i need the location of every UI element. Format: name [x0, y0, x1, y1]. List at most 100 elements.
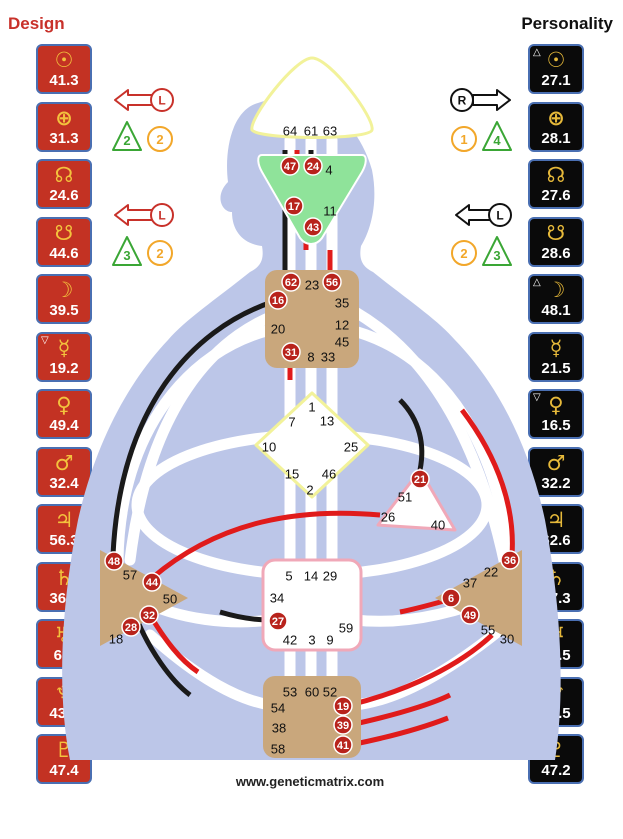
- personality-planet-box[interactable]: ⊕28.1: [528, 101, 584, 152]
- gate-number-root: 60: [305, 685, 319, 700]
- gate-number-throat: 45: [335, 335, 349, 350]
- activated-gate-root[interactable]: 19: [333, 696, 353, 716]
- gate-number-sacral: 3: [308, 633, 315, 648]
- gate-number-ego: 40: [431, 518, 445, 533]
- activated-gate-sacral[interactable]: 27: [268, 611, 288, 631]
- south-node-icon: ☋: [54, 220, 74, 245]
- gate-number-solar_plexus: 30: [500, 632, 514, 647]
- personality-planet-box[interactable]: △☽48.1: [528, 274, 584, 324]
- sun-icon: ☉: [54, 48, 74, 72]
- design-bottom-badge-2: 2: [156, 246, 163, 261]
- activated-gate-root[interactable]: 39: [333, 715, 353, 735]
- activated-gate-solar_plexus[interactable]: 49: [460, 605, 480, 625]
- activated-gate-throat[interactable]: 62: [281, 272, 301, 292]
- svg-text:48: 48: [108, 556, 120, 568]
- gate-number-throat: 23: [305, 278, 319, 293]
- activated-gate-ajna[interactable]: 47: [280, 156, 300, 176]
- ajna-center: [257, 154, 367, 245]
- gate-number-throat: 20: [271, 322, 285, 337]
- svg-text:36: 36: [504, 555, 516, 567]
- design-planet-box[interactable]: ☉41.3: [36, 44, 92, 94]
- gate-number-sacral: 42: [283, 633, 297, 648]
- activated-gate-spleen[interactable]: 44: [142, 572, 162, 592]
- design-bottom-arrow-icon: L: [114, 203, 174, 227]
- design-planet-box[interactable]: ▽☿19.2: [36, 331, 92, 382]
- sacral-center: [261, 558, 363, 652]
- design-planet-box[interactable]: ♂32.4: [36, 446, 92, 497]
- activated-gate-throat[interactable]: 56: [322, 272, 342, 292]
- gate-number-root: 52: [323, 685, 337, 700]
- mercury-icon: ☿: [57, 335, 71, 360]
- head-center: [250, 56, 374, 139]
- design-planet-box[interactable]: ☋44.6: [36, 216, 92, 267]
- personality-variables: R 1 4 L 2 3: [450, 88, 512, 266]
- svg-text:6: 6: [448, 593, 454, 605]
- activated-gate-spleen[interactable]: 32: [139, 605, 159, 625]
- design-planet-box[interactable]: ⊕31.3: [36, 101, 92, 152]
- gate-number-sacral: 59: [339, 621, 353, 636]
- personality-planet-box[interactable]: ☊27.6: [528, 159, 584, 209]
- exaltation-mark-icon: △: [533, 47, 541, 58]
- svg-text:32: 32: [143, 610, 155, 622]
- design-planet-box[interactable]: ♃56.3: [36, 504, 92, 554]
- svg-text:44: 44: [146, 577, 159, 589]
- activated-gate-throat[interactable]: 16: [268, 290, 288, 310]
- gate-number-head: 64: [283, 124, 297, 139]
- activated-gate-ajna[interactable]: 43: [303, 217, 323, 237]
- gate-number-solar_plexus: 22: [484, 565, 498, 580]
- personality-planet-box[interactable]: ▽♀16.5: [528, 389, 584, 439]
- design-top-badge-1: 2: [123, 133, 130, 148]
- design-planet-box[interactable]: ☽39.5: [36, 274, 92, 324]
- moon-icon: ☽: [54, 278, 74, 302]
- gate-number-g: 1: [308, 400, 315, 415]
- gate-number-head: 61: [304, 124, 318, 139]
- design-bottom-badges: 3 2: [112, 236, 173, 266]
- gate-number-throat: 12: [335, 318, 349, 333]
- activated-gate-root[interactable]: 41: [333, 735, 353, 755]
- personality-bottom-badge-2: 3: [493, 248, 500, 263]
- svg-text:27: 27: [272, 616, 284, 628]
- activated-gate-solar_plexus[interactable]: 6: [441, 588, 461, 608]
- gate-number-spleen: 57: [123, 568, 137, 583]
- planet-gate-value: 47.4: [49, 762, 79, 779]
- gate-number-throat: 33: [321, 350, 335, 365]
- personality-bottom-badges: 2 3: [451, 236, 512, 266]
- svg-text:43: 43: [307, 222, 319, 234]
- svg-text:56: 56: [326, 277, 338, 289]
- activated-gate-throat[interactable]: 31: [281, 342, 301, 362]
- activated-gate-spleen[interactable]: 48: [104, 551, 124, 571]
- north-node-icon: ☊: [546, 163, 566, 187]
- earth-icon: ⊕: [547, 105, 565, 130]
- design-planet-box[interactable]: ♀49.4: [36, 389, 92, 439]
- mars-icon: ♂: [54, 450, 74, 475]
- personality-planet-box[interactable]: ☋28.6: [528, 216, 584, 267]
- design-top-badge-2: 2: [156, 132, 163, 147]
- personality-bottom-badge-1: 2: [460, 246, 467, 261]
- activated-gate-ego[interactable]: 21: [410, 469, 430, 489]
- design-planet-box[interactable]: ☊24.6: [36, 159, 92, 209]
- activated-gate-ajna[interactable]: 24: [303, 156, 323, 176]
- activated-gate-solar_plexus[interactable]: 36: [500, 550, 520, 570]
- personality-top-arrow-letter: R: [458, 94, 467, 108]
- personality-planet-box[interactable]: △☉27.1: [528, 44, 584, 94]
- personality-planet-box[interactable]: ♂32.2: [528, 446, 584, 497]
- planet-gate-value: 16.5: [541, 417, 571, 434]
- personality-planet-box[interactable]: ☿21.5: [528, 331, 584, 382]
- mars-icon: ♂: [546, 450, 566, 475]
- gate-number-root: 38: [272, 721, 286, 736]
- personality-title: Personality: [521, 14, 613, 33]
- activated-gate-spleen[interactable]: 28: [121, 617, 141, 637]
- website-link[interactable]: www.geneticmatrix.com: [235, 774, 384, 789]
- gate-number-spleen: 50: [163, 592, 177, 607]
- planet-gate-value: 48.1: [541, 302, 571, 319]
- gate-number-g: 13: [320, 414, 334, 429]
- ego-center: [376, 468, 457, 532]
- activated-gate-ajna[interactable]: 17: [284, 196, 304, 216]
- spleen-center: [100, 550, 188, 646]
- gate-number-sacral: 34: [270, 591, 284, 606]
- gate-number-root: 54: [271, 701, 285, 716]
- design-top-arrow-icon: L: [114, 88, 174, 112]
- planet-gate-value: 27.1: [541, 72, 571, 89]
